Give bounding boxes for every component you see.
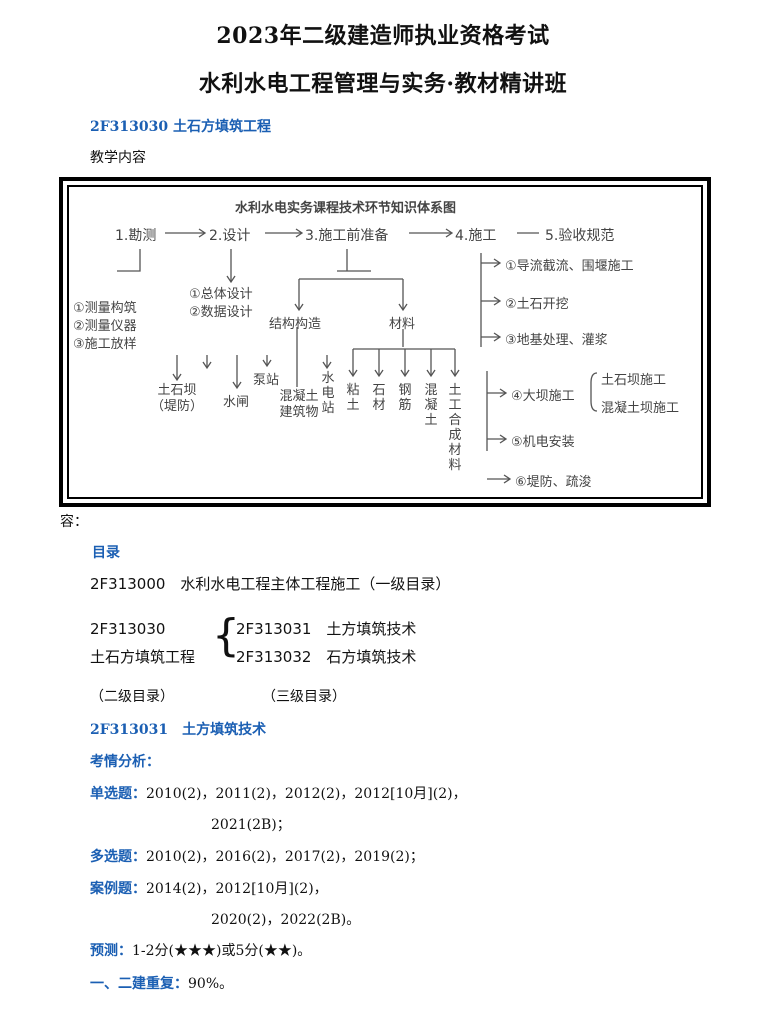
cut-off-label: 容： <box>60 514 88 530</box>
case-years: 2014(2)，2012[10月](2)， <box>146 881 328 897</box>
structure-item-earth-dam: 土石坝（堤防） <box>150 383 203 414</box>
toc-level1: 2F313000 水利水电工程主体工程施工（一级目录） <box>90 575 451 593</box>
survey-item: ②测量仪器 <box>73 319 137 334</box>
design-item: ②数据设计 <box>189 305 253 320</box>
brace-icon: { <box>212 610 240 661</box>
step-construction: 4.施工 <box>455 228 497 244</box>
case-label: 案例题： <box>90 881 146 897</box>
survey-item: ①测量构筑 <box>73 301 137 316</box>
branch-material: 材料 <box>389 317 416 332</box>
multi-choice-years: 2010(2)，2016(2)，2017(2)，2019(2)； <box>146 849 424 865</box>
structure-item-concrete-building: 混凝土建筑物 <box>279 389 319 420</box>
toc-heading: 目录 <box>92 545 120 561</box>
construction-item: ①导流截流、围堰施工 <box>505 259 634 274</box>
dam-sub-item: 土石坝施工 <box>601 373 667 388</box>
repeat-label: 一、二建重复： <box>90 976 188 992</box>
dam-sub-item: 混凝土坝施工 <box>601 401 680 416</box>
construction-item: ④大坝施工 <box>511 389 575 404</box>
toc-level2-name: 土石方填筑工程 <box>90 648 196 666</box>
structure-item-hydropower-station: 水电站 <box>321 371 335 416</box>
step-design: 2.设计 <box>209 228 251 244</box>
survey-item: ③施工放样 <box>73 337 137 352</box>
material-item-stone: 石材 <box>372 383 386 413</box>
repeat-text: 90%。 <box>188 976 234 992</box>
construction-item: ⑤机电安装 <box>511 435 575 450</box>
multi-choice-row: 多选题：2010(2)，2016(2)，2017(2)，2019(2)； <box>90 846 424 866</box>
design-item: ①总体设计 <box>189 287 253 302</box>
construction-item: ③地基处理、灌浆 <box>505 333 608 348</box>
step-acceptance: 5.验收规范 <box>545 228 615 244</box>
step-preparation: 3.施工前准备 <box>305 228 389 244</box>
material-item-concrete: 混凝土 <box>424 383 438 428</box>
construction-item: ②土石开挖 <box>505 297 569 312</box>
diagram-connectors <box>117 228 598 484</box>
analysis-label: 考情分析： <box>90 754 160 770</box>
repeat-row: 一、二建重复：90%。 <box>90 973 233 993</box>
single-choice-years: 2010(2)，2011(2)，2012(2)，2012[10月](2)， <box>146 786 467 802</box>
toc-level2-note: （二级目录） <box>90 689 174 705</box>
material-item-clay: 粘土 <box>346 383 360 413</box>
material-item-geosynthetics: 土工合成材料 <box>448 383 462 473</box>
case-row: 案例题：2014(2)，2012[10月](2)， <box>90 878 328 898</box>
single-choice-years-cont: 2021(2B)； <box>211 817 291 833</box>
toc-level2-code: 2F313030 <box>90 620 166 638</box>
toc-level3-item: 2F313032 石方填筑技术 <box>236 648 417 666</box>
branch-structure: 结构构造 <box>269 317 322 332</box>
document-title: 2023年二级建造师执业资格考试 <box>216 23 550 49</box>
toc-level3-item: 2F313031 土方填筑技术 <box>236 620 417 638</box>
prediction-text: 1-2分(★★★)或5分(★★)。 <box>132 943 312 959</box>
prediction-row: 预测：1-2分(★★★)或5分(★★)。 <box>90 940 311 960</box>
structure-item-sluice: 水闸 <box>223 395 250 410</box>
multi-choice-label: 多选题： <box>90 849 146 865</box>
knowledge-diagram: 水利水电实务课程技术环节知识体系图 1.勘测 2.设计 3.施工前准备 4.施工… <box>59 177 711 507</box>
single-choice-row: 单选题：2010(2)，2011(2)，2012(2)，2012[10月](2)… <box>90 783 467 803</box>
prediction-label: 预测： <box>90 943 132 959</box>
step-survey: 1.勘测 <box>115 228 157 244</box>
structure-item-pump-station: 泵站 <box>253 373 280 388</box>
single-choice-label: 单选题： <box>90 786 146 802</box>
toc-level3-note: （三级目录） <box>262 689 346 705</box>
case-years-cont: 2020(2)，2022(2B)。 <box>211 912 361 928</box>
topic-title: 2F313031 土方填筑技术 <box>90 722 267 738</box>
material-item-steel: 钢筋 <box>398 383 412 413</box>
section-heading: 2F313030 土石方填筑工程 <box>90 119 272 135</box>
diagram-heading: 水利水电实务课程技术环节知识体系图 <box>235 201 457 216</box>
teaching-content-label: 教学内容 <box>90 150 146 166</box>
construction-item: ⑥堤防、疏浚 <box>515 475 592 490</box>
document-subtitle: 水利水电工程管理与实务·教材精讲班 <box>198 71 568 97</box>
